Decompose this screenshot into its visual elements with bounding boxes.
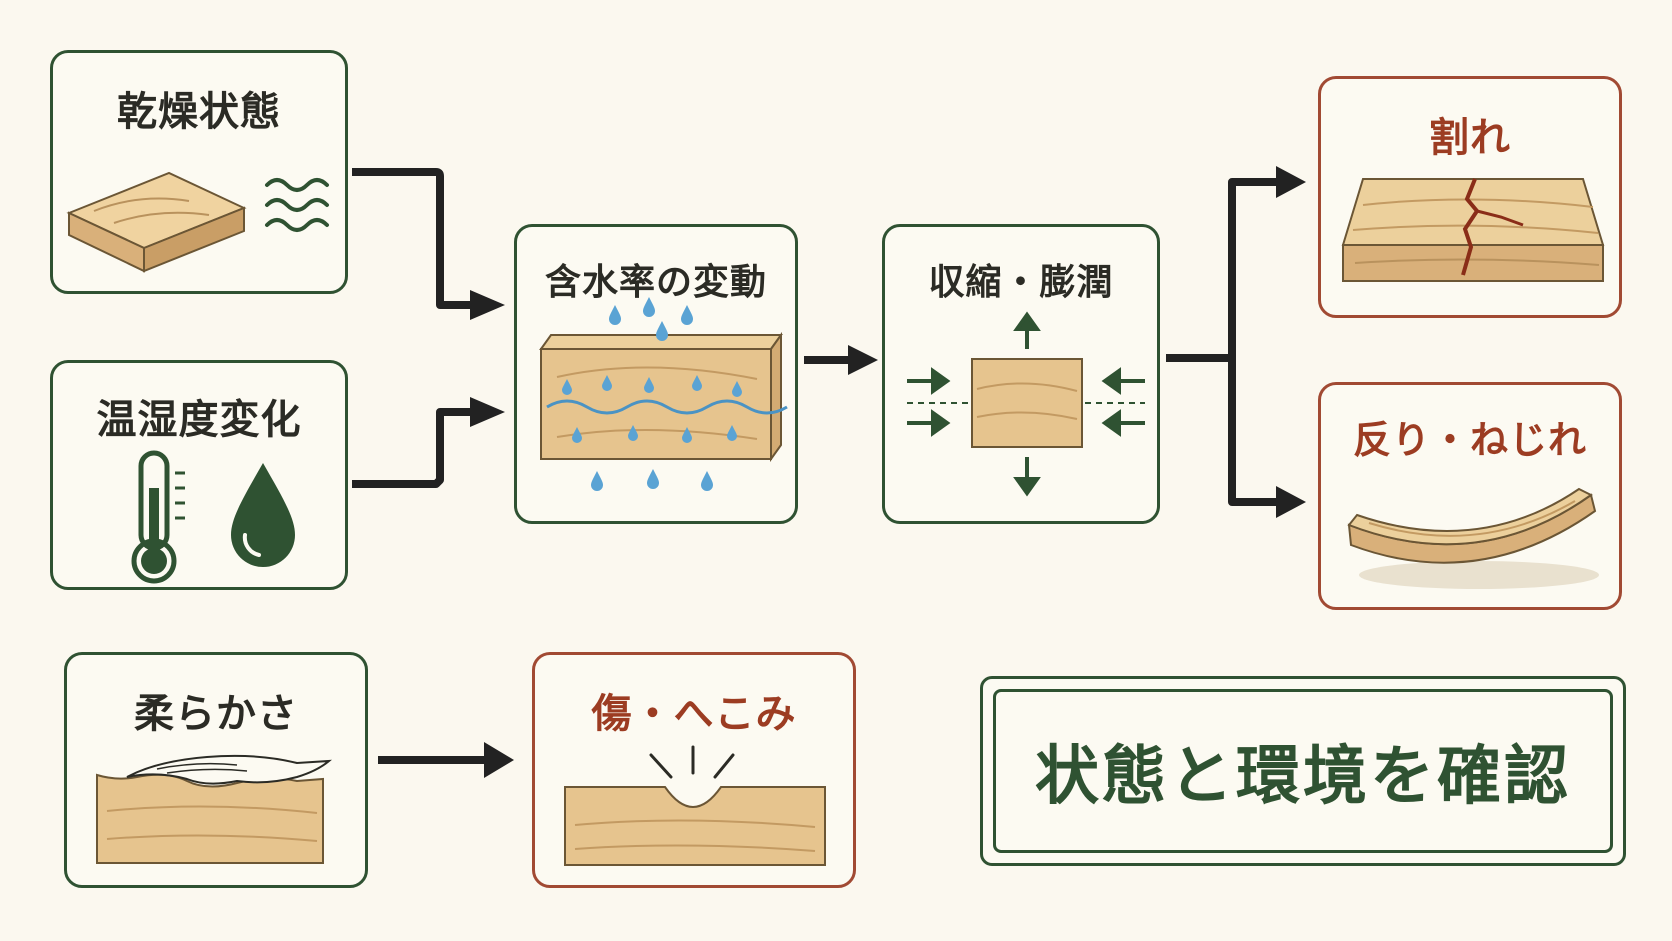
- wood-board-icon: [66, 171, 329, 273]
- conclusion-label: 状態と環境を確認: [1035, 740, 1571, 814]
- water-drop-icon: [231, 463, 295, 567]
- arrowhead: [484, 742, 514, 778]
- node-crack: 割れ: [1318, 76, 1622, 318]
- node-dent-label: 傷・へこみ: [591, 691, 797, 737]
- expand-arrows-icon: [907, 311, 1145, 497]
- thermometer-icon: [131, 450, 185, 584]
- node-moisture: 含水率の変動: [514, 224, 798, 524]
- arrow-temp-to-moisture: [352, 408, 470, 488]
- node-temp-humidity: 温湿度変化: [50, 360, 348, 590]
- conclusion-inner: 状態と環境を確認: [993, 689, 1613, 853]
- node-dry-label: 乾燥状態: [117, 89, 281, 135]
- wet-wood-icon: [539, 297, 788, 491]
- wavy-lines-icon: [265, 178, 329, 232]
- dent-icon: [564, 745, 826, 866]
- node-warp-label: 反り・ねじれ: [1352, 418, 1587, 462]
- node-softness-label: 柔らかさ: [134, 691, 298, 737]
- warped-board-icon: [1347, 487, 1599, 589]
- arrow-dry-to-moisture: [352, 168, 470, 309]
- arrowhead: [470, 397, 505, 427]
- crack-icon: [1341, 178, 1605, 282]
- node-crack-label: 割れ: [1429, 115, 1511, 161]
- conclusion-box: 状態と環境を確認: [980, 676, 1626, 866]
- node-moisture-label: 含水率の変動: [544, 262, 767, 303]
- hand-icon: [96, 754, 332, 864]
- arrow-split-to-crack: [1228, 178, 1280, 500]
- node-temp-humidity-label: 温湿度変化: [96, 397, 302, 443]
- node-dent: 傷・へこみ: [532, 652, 856, 888]
- arrowhead: [470, 290, 505, 320]
- node-softness: 柔らかさ: [64, 652, 368, 888]
- node-shrink-swell: 収縮・膨潤: [882, 224, 1160, 524]
- arrow-split-to-warp: [1228, 358, 1280, 506]
- node-shrink-swell-label: 収縮・膨潤: [928, 262, 1114, 303]
- node-warp: 反り・ねじれ: [1318, 382, 1622, 610]
- arrowhead: [1276, 166, 1306, 198]
- arrowhead: [1276, 486, 1306, 518]
- arrowhead: [848, 345, 878, 375]
- node-dry: 乾燥状態: [50, 50, 348, 294]
